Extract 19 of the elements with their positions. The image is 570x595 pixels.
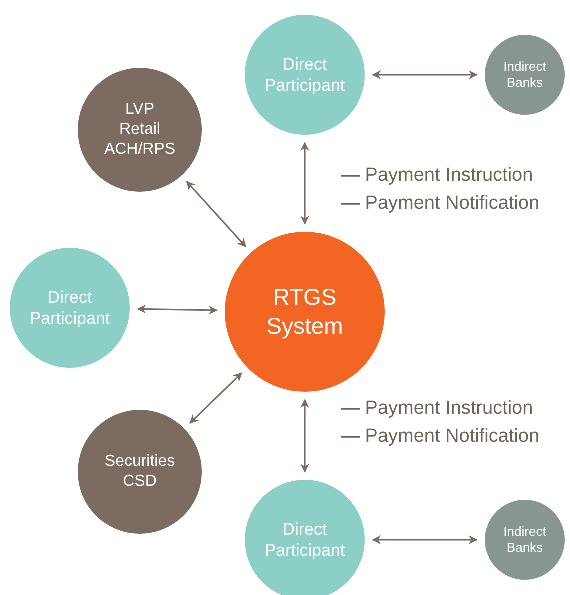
flow-note: — Payment Instruction: [341, 166, 534, 185]
node-label: Direct Participant: [264, 54, 346, 96]
flow-note: — Payment Instruction: [341, 399, 534, 418]
flow-note: — Payment Notification: [341, 427, 540, 446]
double-arrow: [300, 142, 310, 225]
node-label: RTGS System: [266, 283, 344, 341]
node-label: Indirect Banks: [502, 58, 548, 92]
node-label: Direct Participant: [28, 286, 112, 330]
node-label: LVP Retail ACH/RPS: [104, 100, 176, 160]
double-arrow: [186, 181, 246, 248]
double-arrow: [372, 70, 478, 80]
flow-note: — Payment Notification: [341, 194, 540, 213]
double-arrow: [137, 304, 218, 315]
node-label: Securities CSD: [104, 452, 176, 492]
double-arrow: [300, 399, 310, 473]
double-arrow: [372, 536, 478, 544]
node-label: Direct Participant: [264, 518, 346, 562]
node-label: Indirect Banks: [502, 524, 548, 556]
double-arrow: [190, 372, 242, 424]
